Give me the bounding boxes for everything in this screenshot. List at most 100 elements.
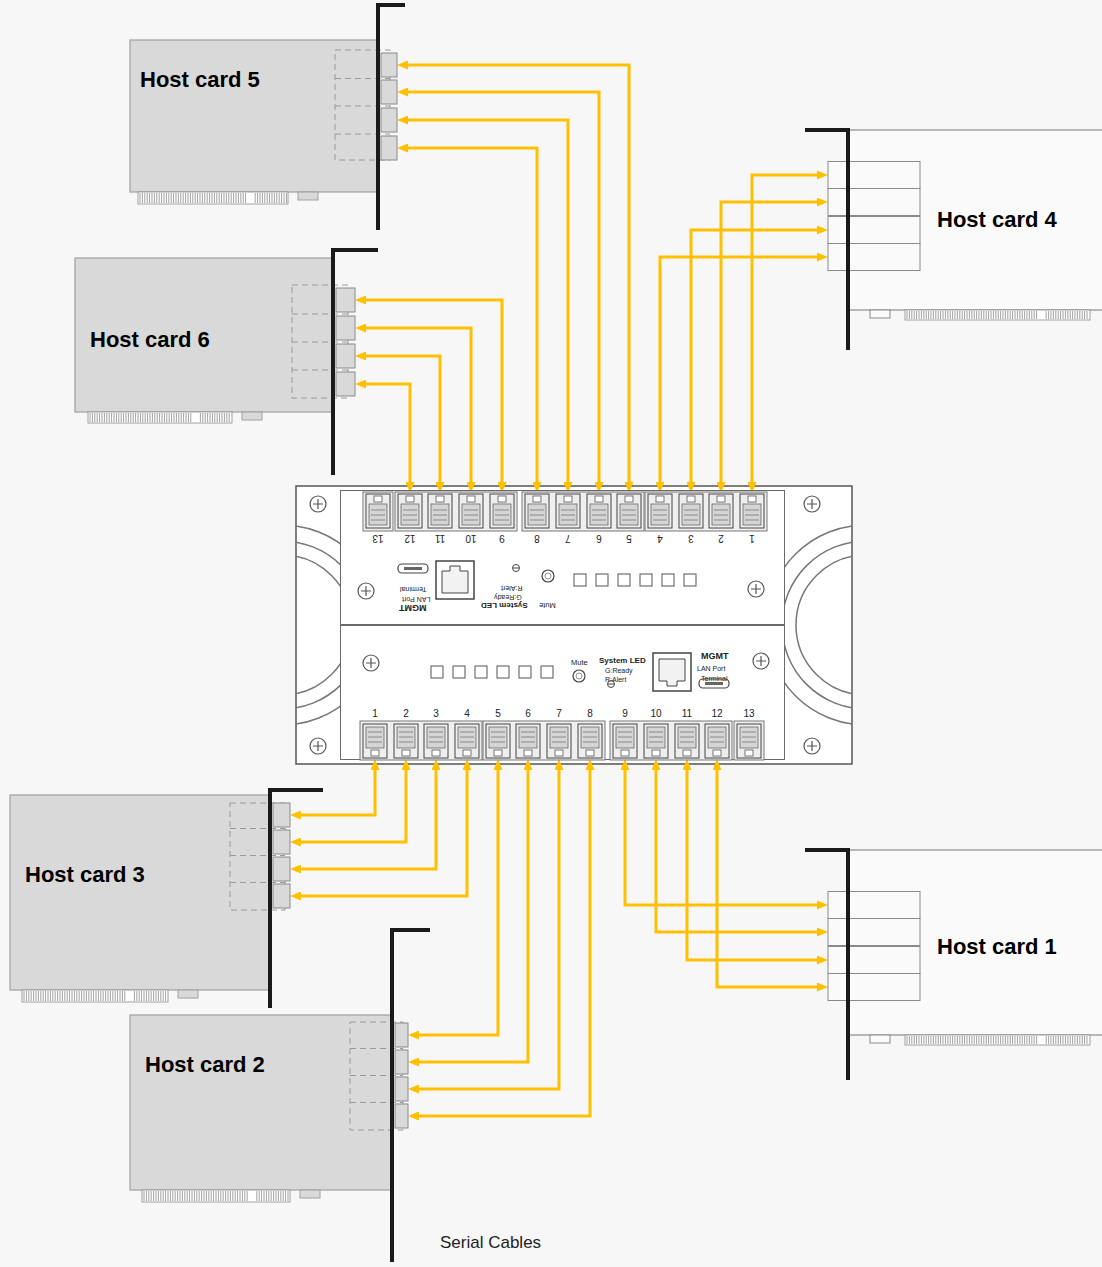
port-latch [713, 750, 721, 756]
port-housing [648, 494, 672, 528]
serial-cable [416, 767, 590, 1116]
port-latch [717, 496, 725, 502]
bracket-hook [805, 848, 850, 852]
lane-port: 12 [397, 493, 423, 544]
port-contacts [403, 510, 417, 520]
port-opening [369, 504, 387, 525]
port-contacts [742, 732, 756, 742]
card-tab [300, 1190, 320, 1198]
port-housing [578, 724, 602, 758]
port-housing [547, 724, 571, 758]
panel-screw [358, 583, 374, 599]
port-opening [651, 504, 669, 525]
edge-connector [88, 412, 232, 423]
port-contacts [464, 510, 478, 520]
mute-button [542, 570, 554, 582]
edge-connector-pins [24, 991, 166, 1001]
serial-cable [691, 230, 820, 485]
lane-port: 8 [577, 708, 603, 759]
port-housing [428, 494, 452, 528]
port-number: 3 [423, 708, 449, 720]
serial-cable [363, 328, 471, 485]
serial-cable [717, 767, 820, 987]
port-contacts [433, 510, 447, 520]
edge-connector-pins [907, 311, 1087, 319]
lane-port: 10 [643, 708, 669, 759]
port-latch [533, 496, 541, 502]
port-opening [493, 504, 511, 525]
port-number: 12 [704, 708, 730, 720]
port-latch [406, 496, 414, 502]
port-bay [360, 721, 764, 760]
card-label: Host card 6 [90, 327, 210, 353]
port-number: 3 [678, 532, 704, 544]
port-contacts [399, 732, 413, 742]
port-opening [647, 727, 665, 748]
bracket-hook [376, 3, 405, 7]
port-contacts [680, 732, 694, 742]
port-number: 12 [397, 532, 423, 544]
card-tab [242, 412, 262, 420]
panel-label: Terminal [400, 585, 426, 593]
card-board [10, 795, 270, 990]
port-housing [587, 494, 611, 528]
host-card: Host card 6 [70, 248, 355, 477]
panel-label: Mute [539, 600, 556, 609]
port-contacts [714, 510, 728, 520]
port-number: 7 [555, 532, 581, 544]
lane-port: 7 [546, 708, 572, 759]
lane-port: 9 [489, 493, 515, 544]
port-opening [458, 727, 476, 748]
port-number: 13 [736, 708, 762, 720]
port-housing [455, 724, 479, 758]
port-housing [394, 724, 418, 758]
port-housing [679, 494, 703, 528]
port-latch [586, 750, 594, 756]
port-opening [620, 504, 638, 525]
port-number: 2 [393, 708, 419, 720]
port-latch [374, 496, 382, 502]
port-number: 2 [708, 532, 734, 544]
port-opening [740, 727, 758, 748]
port-number: 11 [427, 532, 453, 544]
port-contacts [745, 510, 759, 520]
card-label: Host card 5 [140, 67, 260, 93]
port-contacts [530, 510, 544, 520]
port-latch [402, 750, 410, 756]
serial-cable [416, 767, 559, 1089]
port-contacts [552, 732, 566, 742]
port-latch [498, 496, 506, 502]
lane-port: 1 [362, 708, 388, 759]
port-housing [525, 494, 549, 528]
host-card-drawing [125, 928, 408, 1264]
port-opening [678, 727, 696, 748]
lane-port: 5 [616, 493, 642, 544]
port-latch [555, 750, 563, 756]
port-latch [564, 496, 572, 502]
port-housing [366, 494, 390, 528]
card-tab [870, 310, 890, 318]
lane-port: 1 [739, 493, 765, 544]
port-number: 1 [739, 532, 765, 544]
card-tab [870, 1035, 890, 1043]
edge-connector-pins [90, 413, 229, 422]
port-contacts [710, 732, 724, 742]
port-latch [683, 750, 691, 756]
port-latch [621, 750, 629, 756]
mute-button [573, 670, 585, 682]
edge-connector-pins [907, 1036, 1087, 1044]
card-bracket [268, 790, 272, 1008]
card-tab [298, 192, 318, 200]
card-tab [178, 990, 198, 998]
card-port [828, 892, 920, 1001]
bracket-hook [805, 128, 850, 132]
card-label: Host card 4 [937, 207, 1057, 233]
serial-cable [298, 767, 467, 896]
lane-port: 3 [678, 493, 704, 544]
port-contacts [561, 510, 575, 520]
edge-connector [142, 1190, 290, 1202]
host-card-drawing [828, 848, 1102, 1082]
panel-label: System LED [481, 601, 528, 610]
panel-label: G:Ready [605, 667, 633, 675]
card-bracket [846, 850, 850, 1080]
